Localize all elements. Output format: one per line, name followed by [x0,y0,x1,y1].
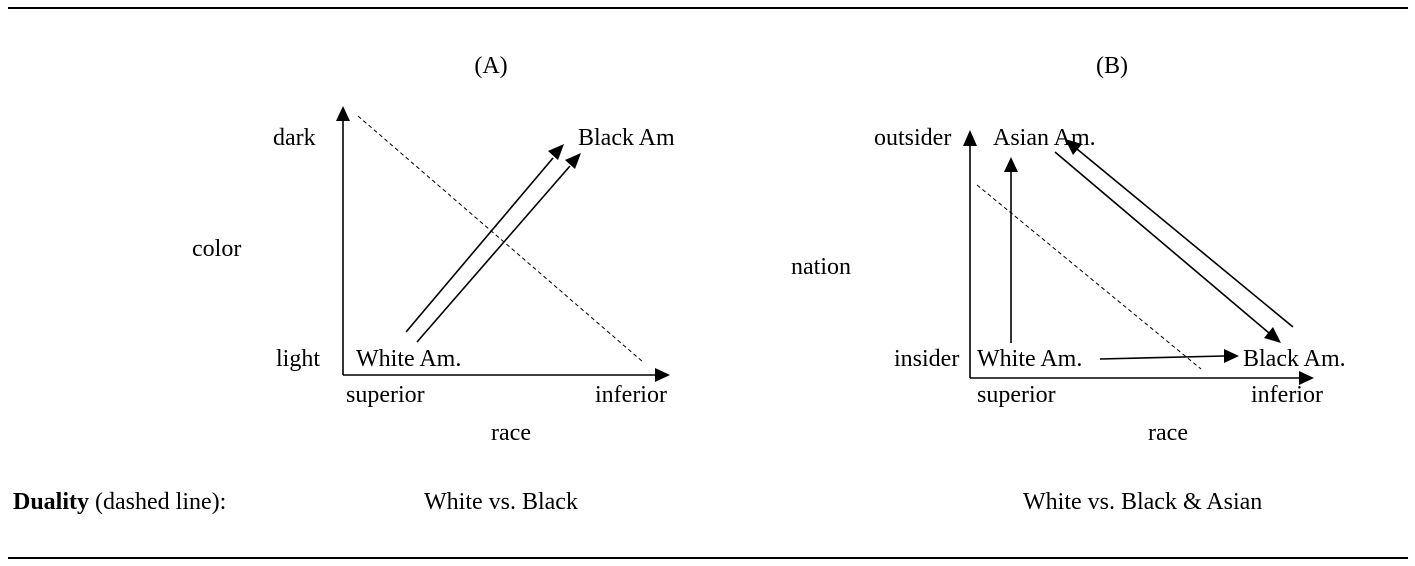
duality-note: (dashed line): [89,489,227,515]
duality-caption: Duality (dashed line): [13,489,226,516]
panel-a-label: (A) [474,53,507,79]
panel-b-x-left-label: superior [977,382,1056,408]
panel-b-y-title: nation [791,254,851,280]
panel-a-duality-line [357,115,644,363]
panel-a-y-title: color [192,236,241,262]
panel-b-duality-text: White vs. Black & Asian [1023,489,1263,515]
panel-b-group-asian: Asian Am. [993,125,1096,151]
panel-b-arrow-white-black-head [1224,349,1239,363]
panel-a: (A) dark light color superior inferior r… [192,53,675,446]
panel-b-arrow-asian-black-head [1264,327,1281,343]
panel-a-x-axis-arrowhead [655,368,670,382]
panel-a-x-left-label: superior [346,382,425,408]
panel-b: (B) outsider insider nation superior inf… [791,53,1346,446]
panel-a-y-top-label: dark [273,125,316,151]
panel-b-arrow-black-asian [1076,148,1294,328]
panel-a-x-title: race [491,420,531,446]
panel-b-arrow-black-asian-head [1065,139,1082,155]
panel-a-arrow-2-head [565,153,581,169]
panel-b-duality-line [976,184,1202,370]
panel-a-arrow-1 [405,157,554,333]
top-rule [8,7,1408,9]
panel-a-group-white: White Am. [356,346,461,372]
panel-a-y-bottom-label: light [276,346,320,372]
duality-term: Duality [13,489,90,515]
panel-b-arrow-asian-black [1054,151,1270,334]
panel-b-y-bottom-label: insider [894,346,959,372]
panel-a-duality-text: White vs. Black [424,489,578,515]
panel-a-x-right-label: inferior [595,382,667,408]
bottom-rule [8,557,1408,559]
panel-b-x-right-label: inferior [1251,382,1323,408]
panel-b-arrow-white-asian-head [1004,157,1018,172]
panel-a-y-axis-arrowhead [336,106,350,121]
panel-b-y-axis-arrowhead [963,130,977,146]
panel-a-group-black: Black Am [578,125,675,151]
panel-b-y-top-label: outsider [874,125,951,151]
panel-a-arrow-2 [416,165,571,343]
panel-b-group-black: Black Am. [1243,346,1346,372]
panel-b-x-axis-arrowhead [1299,371,1314,385]
panel-b-arrow-white-black [1099,355,1225,360]
panel-b-x-title: race [1148,420,1188,446]
panel-b-label: (B) [1096,53,1128,79]
panel-a-arrow-1-head [548,144,564,160]
panel-b-group-white: White Am. [977,346,1082,372]
